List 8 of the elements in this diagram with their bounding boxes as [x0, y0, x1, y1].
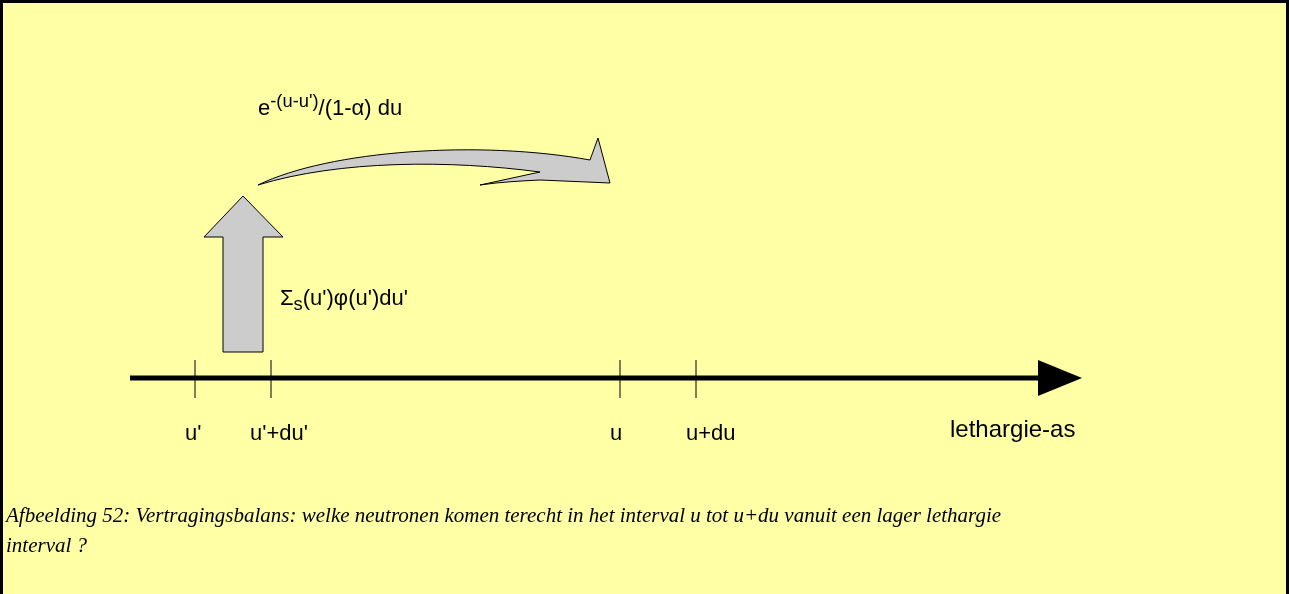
axis-label: lethargie-as: [950, 415, 1076, 443]
tick-label: u+du: [686, 420, 736, 446]
figure-caption: Afbeelding 52: Vertragingsbalans: welke neutronen komen terecht in het interval u tot u+du vanuit een lager lethargie interval ?: [6, 502, 1003, 559]
tick-label: u': [185, 420, 202, 446]
formula-label: Σ$_{s}$(u')φ(u')du': [280, 285, 408, 316]
tick-label: u: [610, 420, 623, 446]
tick-label: u'+du': [250, 420, 308, 446]
formula-label: e$^{-(u-u')}$/(1-α) du: [258, 90, 403, 122]
